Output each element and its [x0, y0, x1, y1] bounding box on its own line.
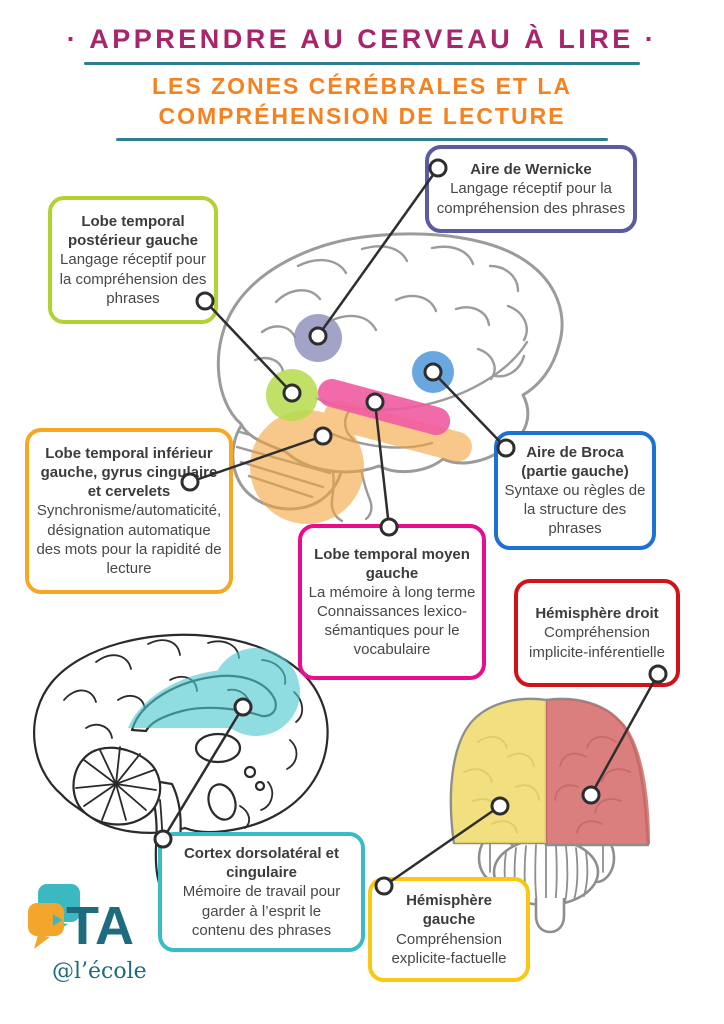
callout-body: Langage réceptif pour la compréhension d… [436, 180, 626, 217]
logo-speech-bubble-orange-icon [28, 903, 64, 936]
callout-hemisphere-gauche: Hémisphère gauche Compréhension explicit… [368, 877, 530, 982]
header: · APPRENDRE AU CERVEAU À LIRE · LES ZONE… [0, 24, 724, 147]
logo-bubble-chevron-icon [53, 914, 62, 926]
callout-title: Hémisphère droit [535, 605, 659, 623]
cerebellum-foliation [75, 746, 157, 821]
region-posterior-temporal [266, 369, 318, 421]
region-left-hemisphere [451, 699, 546, 843]
callout-title: Lobe temporal postérieur gauche [67, 213, 199, 250]
logo-acronym: TA [66, 896, 134, 956]
callout-title: Lobe temporal inférieur gauche, gyrus ci… [40, 445, 218, 501]
callout-body: Compréhension implicite-inférentielle [529, 624, 665, 661]
callout-body: Synchronisme/automaticité, désignation a… [36, 502, 222, 577]
callout-title: Lobe temporal moyen gauche [314, 545, 470, 582]
region-wernicke [294, 314, 342, 362]
logo-bubble-tail-orange-icon [34, 935, 50, 949]
callout-cortex-dorsolateral: Cortex dorsolatéral et cingulaire Mémoir… [158, 832, 365, 952]
callout-title: Hémisphère gauche [406, 892, 492, 929]
callout-aire-de-broca: Aire de Broca (partie gauche) Syntaxe ou… [494, 431, 656, 551]
callout-body: Langage réceptif pour la compréhension d… [59, 251, 207, 307]
callout-body: La mémoire à long terme Connaissances le… [308, 583, 476, 659]
callout-aire-de-wernicke: Aire de Wernicke Langage réceptif pour l… [425, 145, 637, 233]
callout-lobe-temporal-moyen: Lobe temporal moyen gauche La mémoire à … [298, 524, 486, 680]
callout-body: Mémoire de travail pour garder à l’espri… [182, 883, 341, 939]
logo-tagline: @l’école [52, 959, 147, 984]
subtitle-line-2: COMPRÉHENSION DE LECTURE [158, 103, 566, 130]
callout-body: Syntaxe ou règles de la structure des ph… [504, 482, 646, 538]
region-broca [412, 351, 454, 393]
callout-title: Aire de Wernicke [470, 161, 592, 179]
callout-lobe-temporal-posterieur: Lobe temporal postérieur gauche Langage … [48, 196, 218, 324]
divider-top [84, 62, 640, 65]
callout-hemisphere-droit: Hémisphère droit Compréhension implicite… [514, 579, 680, 687]
callout-body: Compréhension explicite-factuelle [391, 930, 507, 967]
page-subtitle: LES ZONES CÉRÉBRALES ET LA COMPRÉHENSION… [0, 71, 724, 132]
callout-title: Cortex dorsolatéral et cingulaire [183, 845, 340, 882]
callout-lobe-temporal-inferieur: Lobe temporal inférieur gauche, gyrus ci… [25, 428, 233, 594]
region-right-hemisphere [546, 699, 650, 844]
divider-bottom [116, 137, 608, 141]
page-title: · APPRENDRE AU CERVEAU À LIRE · [66, 24, 658, 54]
callout-title: Aire de Broca (partie gauche) [521, 444, 629, 481]
ta-ecole-logo: TA @l’école [28, 884, 147, 984]
subtitle-line-1: LES ZONES CÉRÉBRALES ET LA [151, 73, 573, 99]
